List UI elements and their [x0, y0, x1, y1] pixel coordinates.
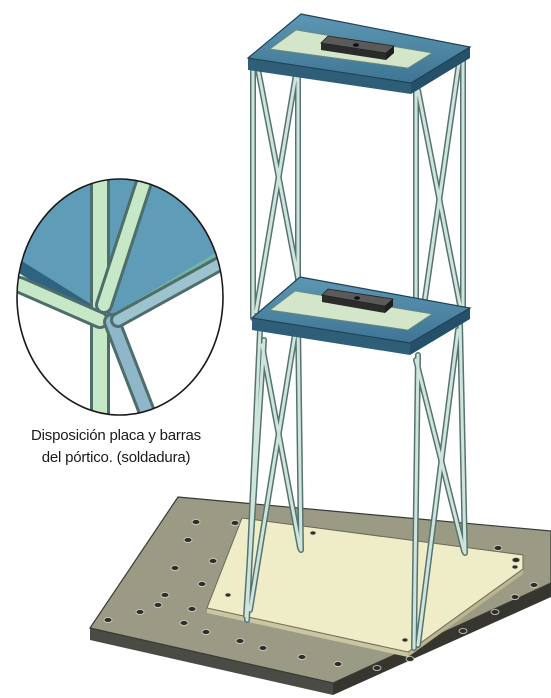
caption-line-1: Disposición placa y barras: [31, 427, 201, 444]
detail-caption: Disposición placa y barras del pórtico. …: [10, 425, 222, 469]
middle-plate: [250, 276, 472, 355]
weld-detail-circle: [16, 178, 224, 416]
base-plate: [89, 496, 551, 695]
mounting-block: [321, 288, 394, 313]
top-plate: [246, 13, 472, 94]
mounting-block: [320, 35, 395, 60]
inner-base-plate: [206, 517, 524, 657]
upper-rods-highlight: [251, 48, 465, 347]
bolt-hole-icon: [103, 519, 539, 671]
detail-rods: [17, 179, 223, 415]
caption-line-2: del pórtico. (soldadura): [41, 449, 191, 466]
lower-rods-highlight: [244, 320, 467, 650]
